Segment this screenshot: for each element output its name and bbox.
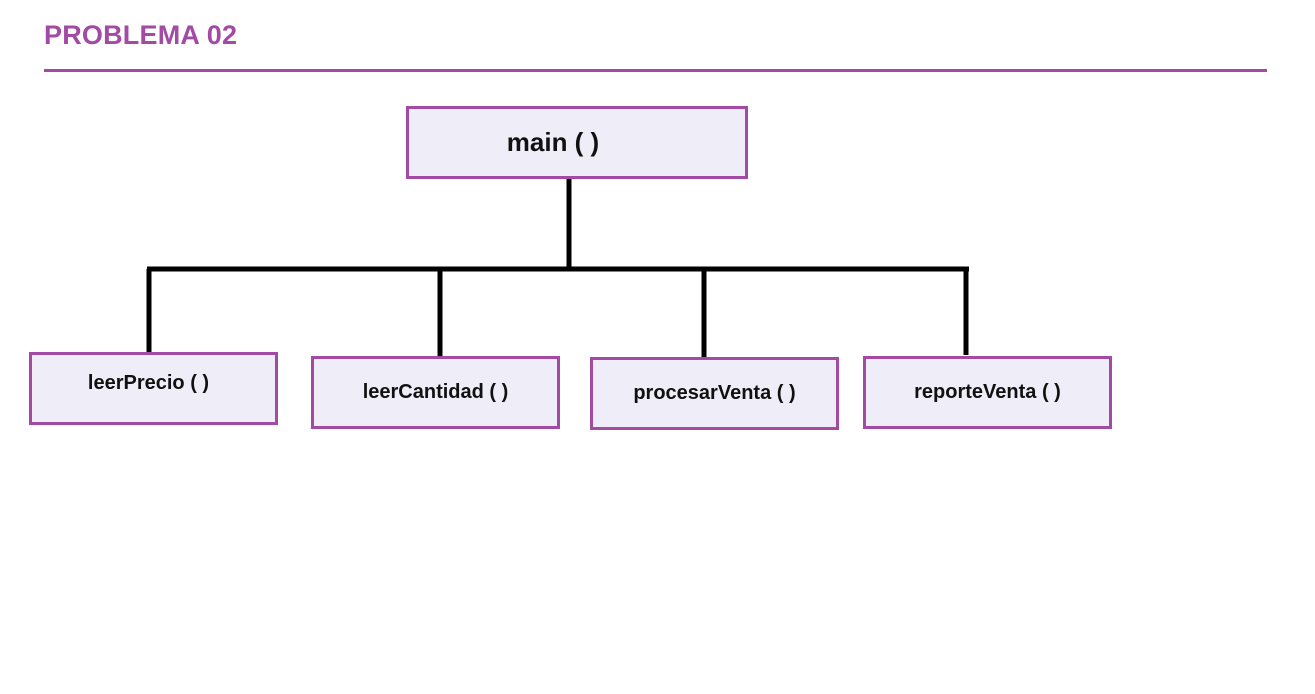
child-node-procesar-venta: procesarVenta ( ) — [590, 357, 839, 430]
title-underline — [44, 69, 1267, 72]
child-node-leer-precio: leerPrecio ( ) — [29, 352, 278, 425]
page-title: PROBLEMA 02 — [44, 20, 238, 50]
root-node-main: main ( ) — [406, 106, 748, 179]
child-node-label: procesarVenta ( ) — [633, 382, 796, 404]
child-node-label: leerCantidad ( ) — [362, 381, 509, 403]
child-node-reporte-venta: reporteVenta ( ) — [863, 356, 1112, 429]
root-node-label: main ( ) — [506, 127, 600, 157]
child-node-label: reporteVenta ( ) — [914, 381, 1061, 403]
child-node-leer-cantidad: leerCantidad ( ) — [311, 356, 560, 429]
child-node-label: leerPrecio ( ) — [87, 372, 210, 394]
